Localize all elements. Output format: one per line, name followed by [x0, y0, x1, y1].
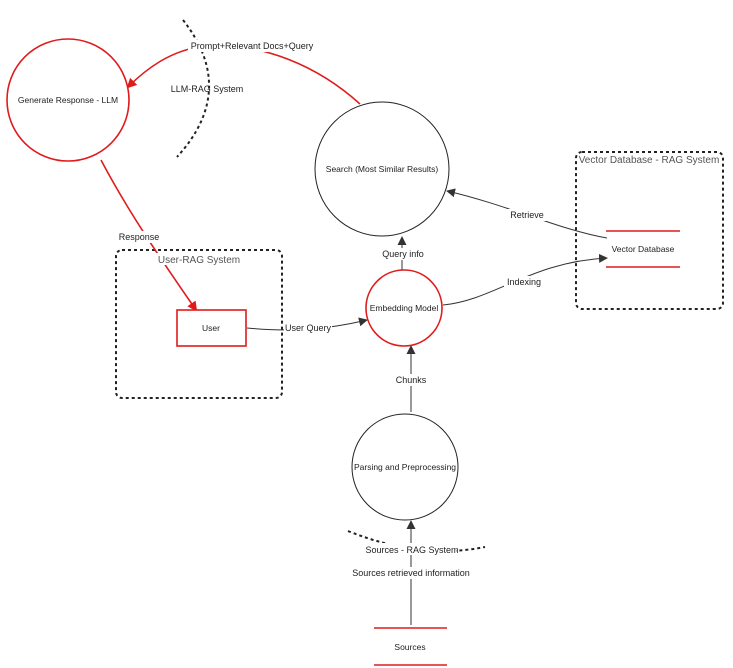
user-rag-boundary-label: User-RAG System: [158, 255, 240, 266]
generate-response-llm-process: [6, 38, 130, 162]
prompt-edge-label: Prompt+Relevant Docs+Query: [191, 41, 314, 51]
query-info-edge-label: Query info: [382, 249, 424, 259]
edge-prompt: [126, 44, 361, 105]
parsing-label: Parsing and Preprocessing: [354, 462, 456, 472]
user-query-edge-label: User Query: [285, 323, 332, 333]
llm-rag-boundary-label: LLM-RAG System: [171, 84, 244, 94]
search-process: [314, 101, 450, 237]
vector-database-label: Vector Database: [612, 244, 675, 254]
response-edge-label: Response: [119, 232, 160, 242]
generate-response-label: Generate Response - LLM: [18, 95, 118, 105]
vector-db-rag-boundary: [575, 151, 724, 310]
user-label: User: [202, 323, 220, 333]
search-label: Search (Most Similar Results): [326, 164, 439, 174]
llm-rag-boundary-arc: [176, 19, 211, 158]
embedding-model-label: Embedding Model: [370, 303, 439, 313]
chunks-edge-label: Chunks: [396, 375, 427, 385]
retrieve-edge-label: Retrieve: [510, 210, 544, 220]
sources-retrieved-edge-label: Sources retrieved information: [352, 568, 470, 578]
parsing-process: [351, 413, 459, 521]
embedding-model-process: [365, 269, 443, 347]
vector-db-rag-boundary-label: Vector Database - RAG System: [579, 155, 720, 166]
user-rag-boundary: [115, 249, 283, 399]
sources-label: Sources: [394, 642, 425, 652]
sources-rag-boundary-label: Sources - RAG System: [365, 545, 458, 555]
user-entity: [176, 309, 247, 347]
indexing-edge-label: Indexing: [507, 277, 541, 287]
